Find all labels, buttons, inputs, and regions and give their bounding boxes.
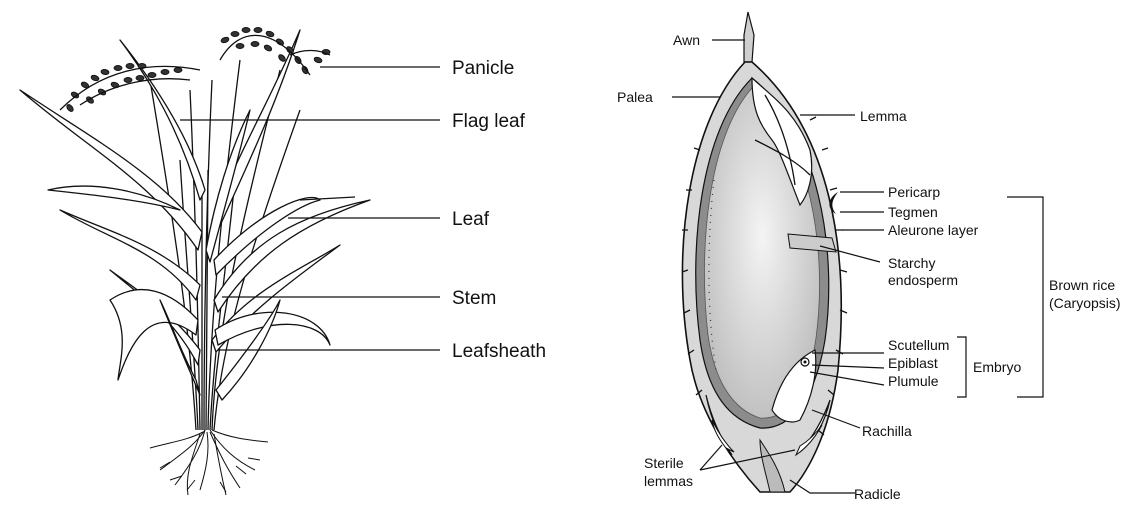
label-sterile-line2: lemmas <box>644 473 693 489</box>
label-rachilla: Rachilla <box>862 423 912 439</box>
label-starchy-line1: Starchy <box>888 255 935 271</box>
label-pericarp: Pericarp <box>888 184 940 200</box>
label-leafsheath: Leafsheath <box>452 341 546 362</box>
label-panicle: Panicle <box>452 58 514 79</box>
label-aleurone-layer: Aleurone layer <box>888 222 979 238</box>
panicles <box>60 28 330 113</box>
label-plumule: Plumule <box>888 373 939 389</box>
label-stem: Stem <box>452 288 496 309</box>
embryo-bracket <box>957 337 966 397</box>
label-brown-rice-line2: (Caryopsis) <box>1049 295 1121 311</box>
label-scutellum: Scutellum <box>888 337 949 353</box>
label-radicle: Radicle <box>854 486 901 502</box>
label-palea: Palea <box>617 89 653 105</box>
roots <box>150 430 268 495</box>
label-sterile-line1: Sterile <box>644 455 684 471</box>
rice-plant-illustration <box>20 28 370 496</box>
label-lemma: Lemma <box>860 108 907 124</box>
label-awn: Awn <box>673 32 700 48</box>
label-tegmen: Tegmen <box>888 204 938 220</box>
label-brown-rice-line1: Brown rice <box>1049 277 1115 293</box>
label-embryo: Embryo <box>973 359 1021 375</box>
label-starchy-line2: endosperm <box>888 272 958 288</box>
label-flag-leaf: Flag leaf <box>452 111 526 132</box>
label-leaf: Leaf <box>452 209 490 230</box>
label-epiblast: Epiblast <box>888 355 938 371</box>
rice-grain-illustration <box>682 12 847 492</box>
awn-shape <box>744 12 754 62</box>
